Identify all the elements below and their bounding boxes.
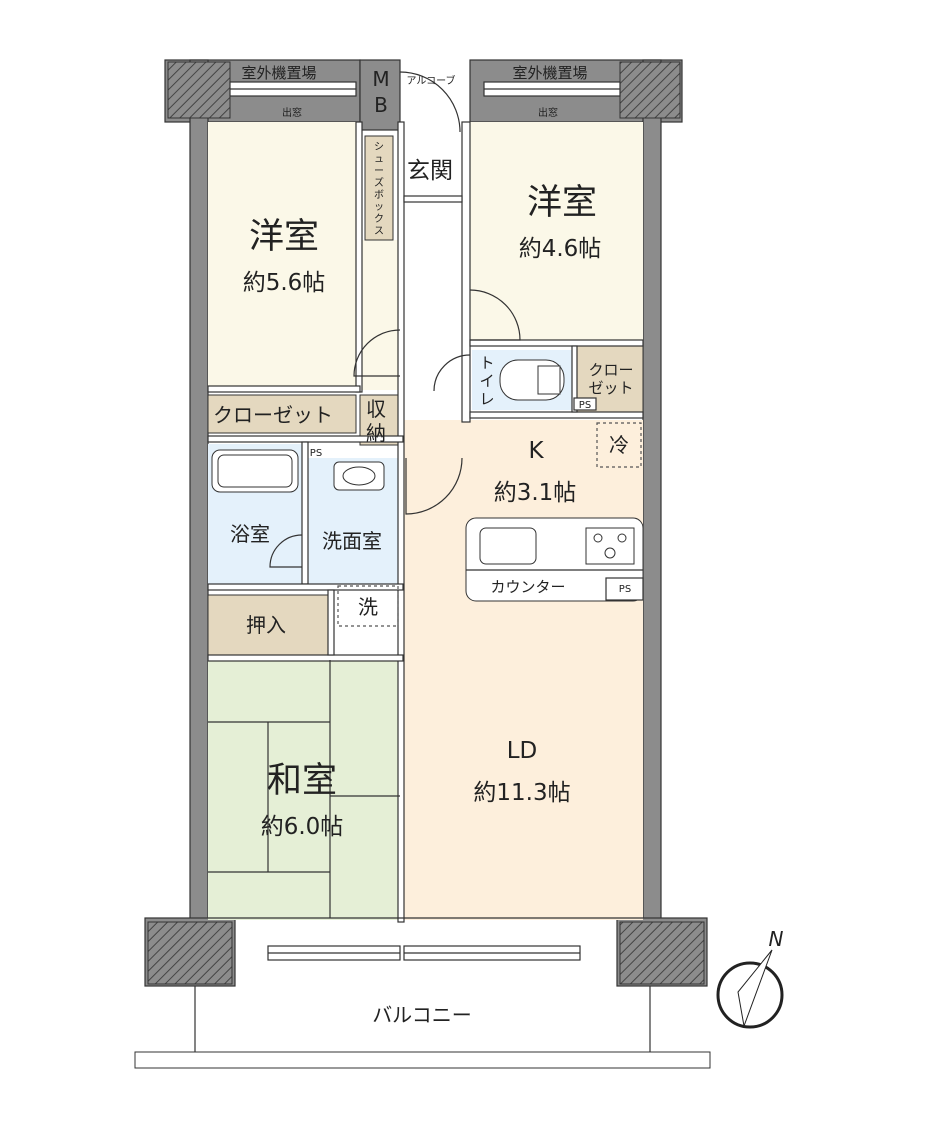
shoe-box-char-1: シ [374,142,384,153]
ld-area: 約11.3帖 [473,780,570,806]
kitchen-area: 約3.1帖 [494,480,577,506]
windows [229,81,621,961]
toilet-label-3: レ [479,390,494,408]
toilet-label-2: イ [479,372,494,390]
pipe-space-bath: PS [310,448,322,459]
fridge-space [596,422,642,468]
closet-left-label: クローゼット [213,403,333,427]
oshiire [207,594,329,656]
ld-name: LD [507,738,538,764]
entrance-name: 玄関 [407,158,453,184]
balcony-rail [134,1051,711,1069]
north-compass [716,949,784,1029]
north-label: N [769,927,784,951]
shoe-box-char-8: ス [374,226,384,237]
sink [479,527,537,565]
closet-left [207,394,357,434]
meter-box-label-b: B [374,93,388,117]
door-swings [269,71,521,568]
washer-label: 洗 [358,595,378,619]
japanese-area: 約6.0帖 [261,814,344,840]
shoe-box-char-3: ー [374,166,384,177]
shoe-box-char-4: ズ [374,176,384,189]
room-japanese [208,660,400,920]
storage-label-1: 収 [366,397,386,421]
closet-right-label-2: ゼット [588,379,633,397]
western-right-area: 約4.6帖 [519,236,602,262]
toilet-label-1: ト [479,354,494,372]
japanese-name: 和室 [267,761,337,801]
balcony-label: バルコニー [372,1003,472,1027]
washer-space [337,585,399,627]
counter-label: カウンター [490,578,565,596]
room-western-right [470,122,643,344]
western-left-name: 洋室 [249,217,319,257]
fridge-label: 冷 [609,433,629,457]
fixtures [211,359,644,627]
western-right-name: 洋室 [527,183,597,223]
room-kitchen-ld [403,420,643,920]
wash-basin [333,461,385,491]
balcony-structure [134,986,711,1069]
alcove-label: アルコーブ [406,74,455,87]
room-western-left [208,122,360,390]
outer-walls [144,59,708,987]
outdoor-unit-right-label: 室外機置場 [512,64,587,82]
tatami-lines [208,660,400,918]
shoe-box-char-6: ッ [374,202,384,213]
stove [585,527,635,565]
closet-right-label-1: クロー [588,361,633,379]
text-labels: 室外機置場 室外機置場 出窓 出窓 M B アルコーブ 玄関 シ ュ ー ズ ボ… [213,64,784,1027]
washroom-name: 洗面室 [322,529,382,553]
kitchen-name: K [528,438,544,464]
bathtub [211,449,299,493]
outdoor-unit-left-label: 室外機置場 [241,64,316,82]
pipe-space-toilet: PS [579,400,591,411]
bath-name: 浴室 [230,522,270,546]
shoe-box-char-2: ュ [374,154,384,165]
oshiire-label: 押入 [246,613,286,637]
shoe-box [364,135,394,241]
pipe-space-kitchen: PS [619,584,631,595]
shoe-box-char-7: ク [374,213,384,225]
meter-box-label-m: M [372,67,389,91]
interior-walls [207,121,644,923]
shoe-box-char-5: ボ [374,189,384,201]
western-left-area: 約5.6帖 [243,270,326,296]
bay-window-right-label: 出窓 [538,106,558,119]
storage-label-2: 納 [366,421,386,445]
bay-window-left-label: 出窓 [282,106,302,119]
